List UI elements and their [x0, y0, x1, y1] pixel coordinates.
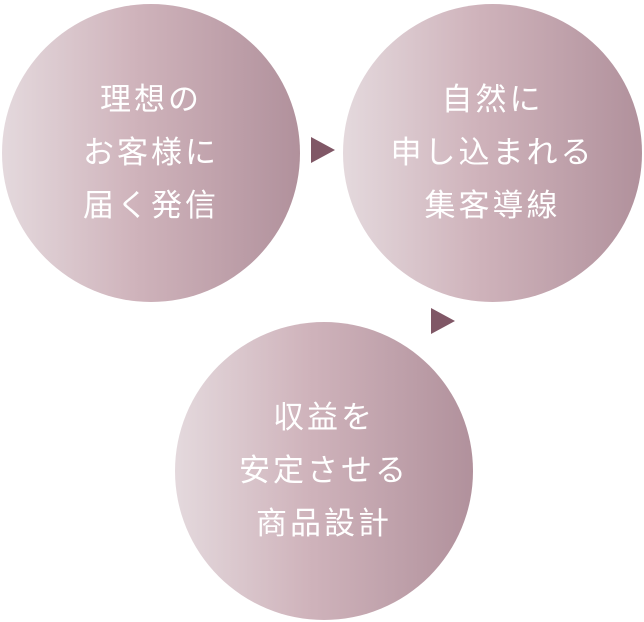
step-2-line-1: 自然に	[441, 81, 544, 118]
arrow-right-icon	[311, 137, 335, 163]
step-3-line-2: 安定させる	[239, 452, 409, 489]
step-1-line-3: 届く発信	[83, 187, 219, 224]
step-2-line-3: 集客導線	[424, 187, 561, 224]
step-3-line-1: 収益を	[273, 399, 375, 436]
step-label-2: 自然に 申し込まれる 集客導線	[391, 74, 595, 233]
step-1-line-2: お客様に	[83, 134, 219, 171]
step-label-3: 収益を 安定させる 商品設計	[239, 392, 409, 551]
step-1-line-1: 理想の	[100, 81, 202, 118]
step-circle-2: 自然に 申し込まれる 集客導線	[343, 4, 642, 302]
step-circle-1: 理想の お客様に 届く発信	[2, 4, 300, 302]
arrow-right-icon	[431, 308, 455, 334]
step-circle-3: 収益を 安定させる 商品設計	[175, 322, 473, 620]
step-label-1: 理想の お客様に 届く発信	[83, 74, 219, 233]
step-3-line-3: 商品設計	[256, 505, 392, 542]
step-2-line-2: 申し込まれる	[390, 134, 595, 171]
